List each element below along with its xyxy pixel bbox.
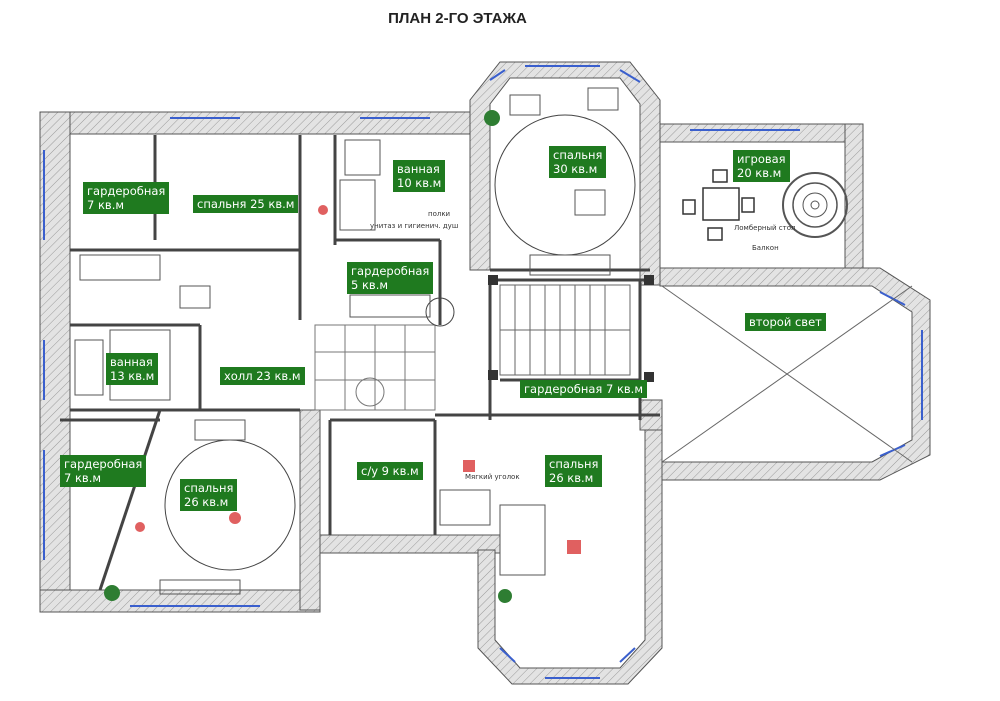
second-light-cross — [661, 285, 913, 463]
annotation-makeup-corner: Мягкий уголок — [465, 473, 520, 481]
plants — [104, 110, 512, 603]
annotation-toilet: унитаз и гигиенич. душ — [370, 222, 459, 230]
plan-title: ПЛАН 2-ГО ЭТАЖА — [388, 10, 527, 27]
room-label-wc: с/у 9 кв.м — [357, 462, 423, 480]
furniture — [74, 87, 619, 595]
room-label-second-light: второй свет — [745, 313, 826, 331]
room-label-wardrobe-7-center: гардеробная 7 кв.м — [520, 380, 648, 398]
room-label-hall: холл 23 кв.м — [220, 367, 305, 385]
round-carpet — [782, 172, 848, 238]
interior-walls — [60, 135, 660, 591]
staircase — [499, 284, 631, 376]
outer-walls — [39, 61, 931, 685]
annotation-shelves: полки — [428, 210, 451, 218]
annotation-balcony: Балкон — [752, 244, 779, 252]
windows — [43, 65, 923, 679]
room-label-bedroom-25: спальня 25 кв.м — [193, 195, 299, 213]
columns — [488, 275, 654, 382]
hall-grid — [314, 324, 436, 411]
game-table — [682, 169, 755, 241]
red-markers — [135, 205, 581, 554]
annotation-lombard-table: Ломберный стол — [734, 224, 796, 232]
